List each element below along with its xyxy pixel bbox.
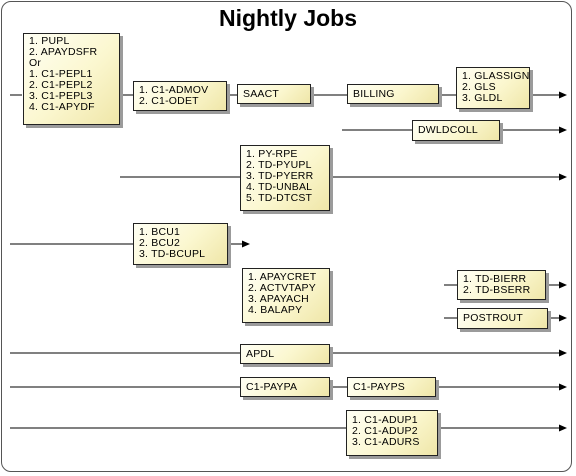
job-item: 2. GLS bbox=[462, 81, 496, 93]
job-item: 4. TD-UNBAL bbox=[246, 181, 313, 193]
job-item: Or bbox=[29, 57, 42, 69]
job-item: 2. BCU2 bbox=[139, 237, 181, 249]
job-item: C1-PAYPA bbox=[246, 381, 298, 393]
job-item: 2. C1-PEPL2 bbox=[29, 79, 93, 91]
job-dwldcoll: DWLDCOLL bbox=[412, 120, 500, 141]
job-item: 1. C1-ADUP1 bbox=[352, 414, 418, 426]
job-item: DWLDCOLL bbox=[418, 124, 478, 136]
job-group-bcu: 1. BCU1 2. BCU2 3. TD-BCUPL bbox=[133, 223, 228, 265]
job-group-glassign: 1. GLASSIGN 2. GLS 3. GLDL bbox=[456, 67, 530, 109]
job-item: 3. TD-PYERR bbox=[246, 170, 314, 182]
job-item: C1-PAYPS bbox=[353, 381, 405, 393]
job-item: POSTROUT bbox=[463, 312, 523, 324]
job-c1paypa: C1-PAYPA bbox=[240, 377, 330, 397]
job-item: 4. BALAPY bbox=[248, 304, 303, 316]
job-item: 3. C1-ADURS bbox=[352, 436, 420, 448]
job-item: 2. TD-PYUPL bbox=[246, 159, 312, 171]
job-item: 5. TD-DTCST bbox=[246, 192, 313, 204]
job-billing: BILLING bbox=[347, 84, 439, 104]
job-group-pupl: 1. PUPL 2. APAYDSFR Or 1. C1-PEPL1 2. C1… bbox=[23, 33, 120, 125]
job-item: 3. GLDL bbox=[462, 92, 503, 104]
job-item: 1. BCU1 bbox=[139, 226, 181, 238]
job-item: 2. TD-BSERR bbox=[463, 284, 531, 296]
job-item: 1. PUPL bbox=[29, 35, 70, 47]
job-saact: SAACT bbox=[237, 84, 311, 104]
job-item: 1. C1-PEPL1 bbox=[29, 68, 93, 80]
job-group-admov: 1. C1-ADMOV 2. C1-ODET bbox=[133, 81, 227, 111]
job-item: BILLING bbox=[353, 88, 395, 100]
job-group-apaycret: 1. APAYCRET 2. ACTVTAPY 3. APAYACH 4. BA… bbox=[242, 268, 330, 323]
job-item: 3. C1-PEPL3 bbox=[29, 90, 93, 102]
job-item: 1. C1-ADMOV bbox=[139, 84, 209, 96]
job-item: SAACT bbox=[243, 88, 280, 100]
job-item: 3. APAYACH bbox=[248, 293, 309, 305]
job-item: 1. APAYCRET bbox=[248, 271, 317, 283]
job-group-pyrpe: 1. PY-RPE 2. TD-PYUPL 3. TD-PYERR 4. TD-… bbox=[240, 145, 330, 211]
job-group-adup: 1. C1-ADUP1 2. C1-ADUP2 3. C1-ADURS bbox=[346, 410, 438, 456]
job-item: 2. C1-ADUP2 bbox=[352, 425, 418, 437]
diagram-title: Nightly Jobs bbox=[218, 5, 357, 31]
job-item: 2. APAYDSFR bbox=[29, 46, 98, 58]
job-item: 1. PY-RPE bbox=[246, 148, 298, 160]
job-item: 2. ACTVTAPY bbox=[248, 282, 316, 294]
job-postrout: POSTROUT bbox=[457, 308, 548, 329]
job-item: 4. C1-APYDF bbox=[29, 101, 95, 113]
job-item: 1. GLASSIGN bbox=[462, 70, 530, 82]
job-c1payps: C1-PAYPS bbox=[347, 377, 436, 397]
job-item: 1. TD-BIERR bbox=[463, 273, 527, 285]
job-item: 2. C1-ODET bbox=[139, 95, 199, 107]
job-apdl: APDL bbox=[240, 344, 330, 364]
job-item: 3. TD-BCUPL bbox=[139, 248, 206, 260]
job-item: APDL bbox=[246, 348, 275, 360]
job-group-tdbierr: 1. TD-BIERR 2. TD-BSERR bbox=[457, 270, 546, 300]
